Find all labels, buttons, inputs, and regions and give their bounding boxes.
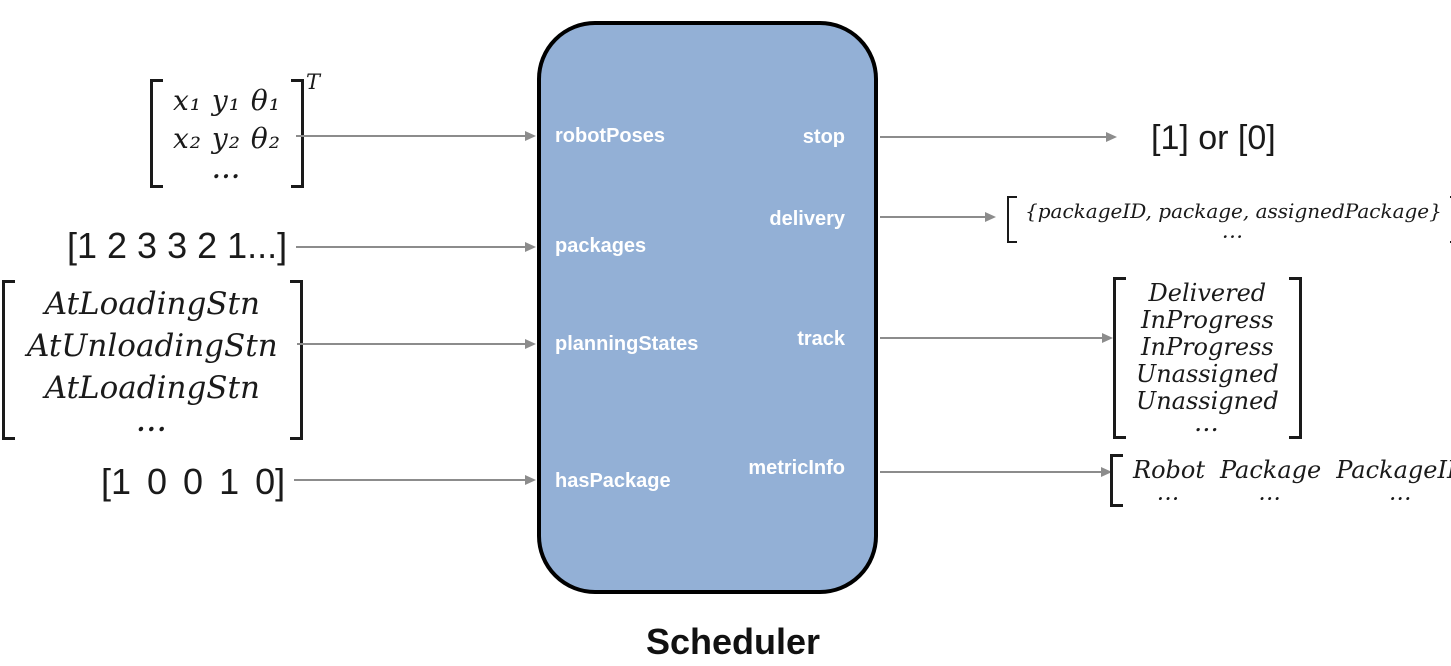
ellipsis-cell: ... <box>1157 485 1181 504</box>
matrix-rows: Delivered InProgress InProgress Unassign… <box>1126 277 1289 439</box>
arrow-shaft <box>880 136 1109 138</box>
ellipsis-row: ... <box>1194 415 1220 436</box>
matrix-row: AtUnloadingStn <box>27 328 278 364</box>
ellipsis-cell: ... <box>1389 485 1413 504</box>
matrix-cell: Robot <box>1133 456 1205 484</box>
arrowhead-icon <box>985 212 996 222</box>
ellipsis-row: ... <box>1222 224 1245 242</box>
input-robot-poses-matrix: x₁ y₁ θ₁ x₂ y₂ θ₂ ... T <box>150 70 320 188</box>
ellipsis-row: ... <box>212 158 242 184</box>
matrix-row: Unassigned <box>1136 387 1279 415</box>
arrow-track <box>880 333 1113 343</box>
arrowhead-icon <box>1106 132 1117 142</box>
arrowhead-icon <box>525 339 536 349</box>
matrix-row: InProgress <box>1141 306 1274 334</box>
output-port-track: track <box>797 328 845 350</box>
input-port-has-package: hasPackage <box>555 470 671 492</box>
matrix-rows: AtLoadingStn AtUnloadingStn AtLoadingStn… <box>15 280 290 440</box>
arrowhead-icon <box>525 242 536 252</box>
left-bracket <box>1113 277 1126 439</box>
input-planning-states-matrix: AtLoadingStn AtUnloadingStn AtLoadingStn… <box>2 280 303 440</box>
ellipsis-cell: ... <box>1259 485 1282 504</box>
output-stop-value: [1] or [0] <box>1151 119 1276 157</box>
matrix-row: InProgress <box>1141 333 1274 361</box>
left-bracket <box>150 79 163 188</box>
matrix-rows: {packageID, package, assignedPackage} ..… <box>1017 196 1450 243</box>
arrow-metric-info <box>880 467 1112 477</box>
right-bracket <box>1288 277 1302 439</box>
arrow-robot-poses <box>296 131 536 141</box>
arrow-packages <box>296 242 536 252</box>
output-port-stop: stop <box>802 126 845 148</box>
input-port-packages: packages <box>555 235 647 257</box>
scheduler-block: robotPoses packages planningStates hasPa… <box>537 21 878 594</box>
matrix-row: AtLoadingStn <box>44 286 260 322</box>
matrix-rows: Robot Package PackageID ... ... ... <box>1123 454 1451 507</box>
input-port-planning-states: planningStates <box>555 333 699 355</box>
input-port-robot-poses: robotPoses <box>555 125 666 147</box>
arrow-shaft <box>880 471 1104 473</box>
arrowhead-icon <box>525 131 536 141</box>
arrow-planning-states <box>297 339 536 349</box>
ellipsis-row: ... <box>136 408 168 437</box>
matrix-row: Delivered <box>1148 279 1267 307</box>
arrow-delivery <box>880 212 996 222</box>
arrowhead-icon <box>1101 467 1112 477</box>
transpose-superscript: T <box>305 70 320 94</box>
matrix-row: x₁ y₁ θ₁ <box>173 84 281 117</box>
arrow-stop <box>880 132 1117 142</box>
arrow-shaft <box>880 216 988 218</box>
matrix-row: x₂ y₂ θ₂ <box>173 122 281 155</box>
arrow-shaft <box>296 246 528 248</box>
left-bracket <box>2 280 15 440</box>
arrow-shaft <box>880 337 1105 339</box>
matrix-row: Unassigned <box>1136 360 1279 388</box>
arrowhead-icon <box>1102 333 1113 343</box>
matrix-cell: Package <box>1219 456 1322 484</box>
left-bracket <box>1007 196 1017 243</box>
arrow-shaft <box>296 135 528 137</box>
matrix-row: AtLoadingStn <box>44 370 260 406</box>
matrix-row: {packageID, package, assignedPackage} <box>1025 199 1442 223</box>
output-port-metric-info: metricInfo <box>748 457 845 479</box>
arrow-has-package <box>294 475 536 485</box>
block-caption: Scheduler <box>645 621 821 662</box>
output-delivery-matrix: {packageID, package, assignedPackage} ..… <box>1007 196 1451 243</box>
right-bracket <box>290 79 304 188</box>
right-bracket <box>1449 196 1451 243</box>
input-has-package-value: [1 0 0 1 0] <box>101 461 286 502</box>
matrix-cell: PackageID <box>1336 456 1451 484</box>
output-metric-info-matrix: Robot Package PackageID ... ... ... <box>1110 454 1451 507</box>
arrowhead-icon <box>525 475 536 485</box>
input-packages-value: [1 2 3 3 2 1...] <box>67 225 288 266</box>
arrow-shaft <box>297 343 528 345</box>
matrix-rows: x₁ y₁ θ₁ x₂ y₂ θ₂ ... <box>163 79 291 188</box>
left-bracket <box>1110 454 1123 507</box>
right-bracket <box>289 280 303 440</box>
output-track-matrix: Delivered InProgress InProgress Unassign… <box>1113 277 1302 439</box>
output-port-delivery: delivery <box>769 208 845 230</box>
arrow-shaft <box>294 479 528 481</box>
